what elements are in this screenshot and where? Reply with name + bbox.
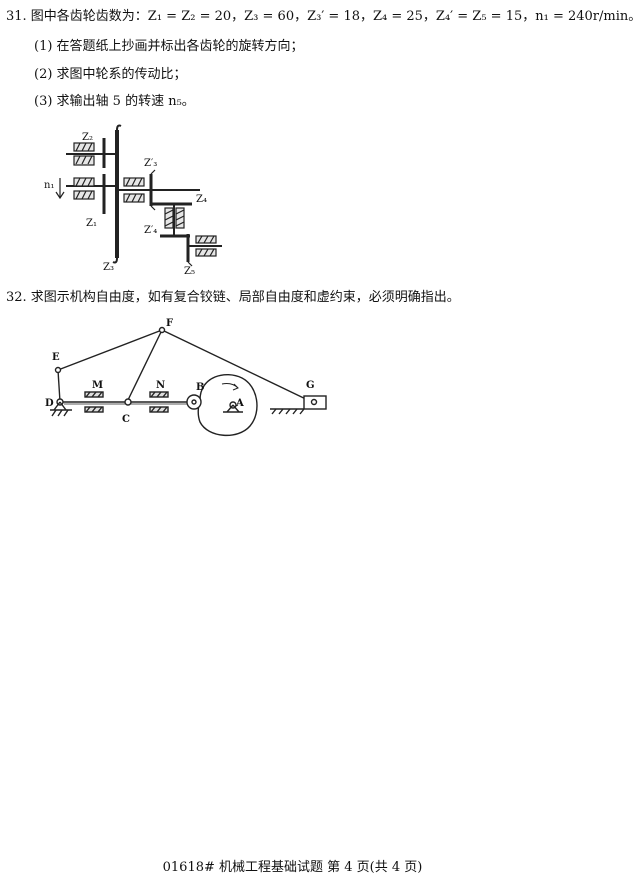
- question-32-text: 32. 求图示机构自由度，如有复合铰链、局部自由度和虚约束，必须明确指出。: [6, 290, 460, 305]
- label-z3-prime: Z′₃: [144, 158, 157, 169]
- label-n1: n₁: [44, 180, 54, 191]
- question-31-part-3: (3) 求输出轴 5 的转速 n₅。: [34, 94, 195, 109]
- label-M: M: [92, 380, 103, 391]
- gear-train-figure: Z₂ Z′₃ n₁ Z₄ Z₁ Z′₄ Z₃ Z₅: [44, 124, 222, 277]
- label-E: E: [52, 352, 60, 363]
- question-31-text: 31. 图中各齿轮齿数为：Z₁ = Z₂ = 20，Z₃ = 60，Z₃′ = …: [6, 9, 641, 24]
- label-N: N: [156, 380, 165, 391]
- question-31-part-2: (2) 求图中轮系的传动比；: [34, 67, 187, 82]
- label-z3: Z₃: [103, 262, 114, 273]
- label-B: B: [196, 382, 204, 393]
- page-footer: 01618# 机械工程基础试题 第 4 页(共 4 页): [162, 860, 423, 875]
- label-F: F: [166, 318, 173, 329]
- label-z1: Z₁: [86, 218, 97, 229]
- label-D: D: [45, 398, 54, 409]
- label-A: A: [235, 398, 244, 409]
- label-z2: Z₂: [82, 132, 93, 143]
- question-31-part-1: (1) 在答题纸上抄画并标出各齿轮的旋转方向；: [34, 39, 304, 54]
- label-C: C: [122, 414, 130, 425]
- label-G: G: [306, 380, 315, 391]
- exam-page: 31. 图中各齿轮齿数为：Z₁ = Z₂ = 20，Z₃ = 60，Z₃′ = …: [6, 9, 641, 875]
- label-z4: Z₄: [196, 194, 207, 205]
- label-z5: Z₅: [184, 266, 195, 277]
- label-z4-prime: Z′₄: [144, 225, 157, 236]
- mechanism-figure: F E M N B G D C A: [45, 318, 327, 437]
